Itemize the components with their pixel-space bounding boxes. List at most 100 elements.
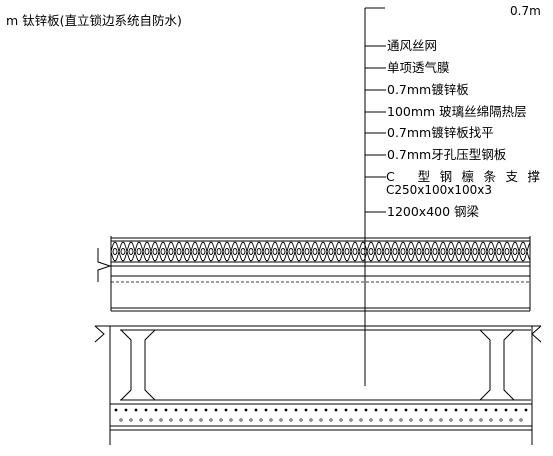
aggregate-dot xyxy=(179,418,183,422)
aggregate-dot xyxy=(279,418,283,422)
glass-wool-insulation-pattern xyxy=(110,241,531,262)
aggregate-dot xyxy=(404,408,408,412)
aggregate-dot xyxy=(424,408,428,412)
leader-ticks xyxy=(365,45,386,213)
aggregate-dot xyxy=(294,408,298,412)
aggregate-dot xyxy=(414,408,418,412)
top-right-note: 0.7m xyxy=(510,4,541,18)
aggregate-dot xyxy=(474,408,478,412)
aggregate-dot xyxy=(309,418,313,422)
aggregate-dot xyxy=(159,418,163,422)
aggregate-dot xyxy=(229,418,233,422)
aggregate-dot xyxy=(454,408,458,412)
aggregate-dot xyxy=(409,418,413,422)
aggregate-dot xyxy=(184,408,188,412)
steel-beam xyxy=(94,325,542,445)
layer-label-leveling-sheet: 0.7mm镀锌板找平 xyxy=(387,125,494,140)
aggregate-dot xyxy=(289,418,293,422)
layer-label-ventilation-mesh: 通风丝网 xyxy=(387,38,437,53)
right-stiffener xyxy=(478,329,516,401)
aggregate-dot xyxy=(144,408,148,412)
aggregate-dot xyxy=(509,418,513,422)
aggregate-dot xyxy=(369,418,373,422)
aggregate-dot xyxy=(349,418,353,422)
aggregate-dot xyxy=(174,408,178,412)
aggregate-dot xyxy=(319,418,323,422)
layer-label-steel-beam: 1200x400 钢梁 xyxy=(387,204,480,219)
aggregate-dot xyxy=(119,418,123,422)
aggregate-dot xyxy=(329,418,333,422)
aggregate-dot xyxy=(149,418,153,422)
aggregate-dot xyxy=(239,418,243,422)
aggregate-dots-row-1 xyxy=(114,408,528,412)
aggregate-dot xyxy=(314,408,318,412)
layer-label-glass-wool-insulation: 100mm 玻璃丝绵隔热层 xyxy=(387,104,527,119)
aggregate-dot xyxy=(344,408,348,412)
aggregate-dot xyxy=(189,418,193,422)
aggregate-dot xyxy=(419,418,423,422)
aggregate-dot xyxy=(484,408,488,412)
aggregate-dot xyxy=(479,418,483,422)
aggregate-dot xyxy=(444,408,448,412)
aggregate-dot xyxy=(264,408,268,412)
aggregate-dot xyxy=(334,408,338,412)
aggregate-dot xyxy=(339,418,343,422)
aggregate-dot xyxy=(199,418,203,422)
aggregate-dot xyxy=(364,408,368,412)
aggregate-dot xyxy=(139,418,143,422)
aggregate-dot xyxy=(489,418,493,422)
layer-label-profiled-steel-deck: 0.7mm牙孔压型钢板 xyxy=(387,147,507,162)
aggregate-dot xyxy=(284,408,288,412)
beam-left-break xyxy=(94,325,105,343)
aggregate-dot xyxy=(234,408,238,412)
aggregate-dot xyxy=(434,408,438,412)
aggregate-dot xyxy=(274,408,278,412)
layer-label-c-purlin: C 型钢檩条支撑 xyxy=(386,169,540,184)
aggregate-dot xyxy=(359,418,363,422)
aggregate-dot xyxy=(504,408,508,412)
aggregate-dot xyxy=(249,418,253,422)
aggregate-dot xyxy=(219,418,223,422)
aggregate-dot xyxy=(204,408,208,412)
aggregate-dot xyxy=(129,418,133,422)
aggregate-dot xyxy=(124,408,128,412)
layer-label-breathable-membrane: 单项透气膜 xyxy=(387,60,450,75)
aggregate-dot xyxy=(299,418,303,422)
aggregate-dot xyxy=(464,408,468,412)
aggregate-dot xyxy=(429,418,433,422)
aggregate-dot xyxy=(259,418,263,422)
dotted-concrete-layer xyxy=(110,403,532,431)
aggregate-dot xyxy=(449,418,453,422)
aggregate-dot xyxy=(194,408,198,412)
left-break-line xyxy=(97,248,112,282)
aggregate-dot xyxy=(469,418,473,422)
aggregate-dot xyxy=(324,408,328,412)
aggregate-dot xyxy=(134,408,138,412)
beam-right-break xyxy=(531,325,542,343)
aggregate-dot xyxy=(114,408,118,412)
aggregate-dot xyxy=(459,418,463,422)
aggregate-dot xyxy=(494,408,498,412)
aggregate-dot xyxy=(389,418,393,422)
aggregate-dots-row-2 xyxy=(119,418,523,422)
aggregate-dot xyxy=(209,418,213,422)
aggregate-dot xyxy=(269,418,273,422)
aggregate-dot xyxy=(169,418,173,422)
layer-label-galvanized-sheet: 0.7mm镀锌板 xyxy=(387,82,469,97)
aggregate-dot xyxy=(379,418,383,422)
aggregate-dot xyxy=(399,418,403,422)
left-stiffener xyxy=(119,329,157,401)
layer-labels: 通风丝网 单项透气膜 0.7mm镀锌板 100mm 玻璃丝绵隔热层 0.7mm镀… xyxy=(386,38,540,219)
aggregate-dot xyxy=(224,408,228,412)
aggregate-dot xyxy=(154,408,158,412)
aggregate-dot xyxy=(164,408,168,412)
aggregate-dot xyxy=(254,408,258,412)
aggregate-dot xyxy=(214,408,218,412)
top-left-note: m 钛锌板(直立锁边系统自防水) xyxy=(6,13,182,28)
aggregate-dot xyxy=(439,418,443,422)
roof-buildup xyxy=(110,236,531,312)
aggregate-dot xyxy=(394,408,398,412)
aggregate-dot xyxy=(519,418,523,422)
